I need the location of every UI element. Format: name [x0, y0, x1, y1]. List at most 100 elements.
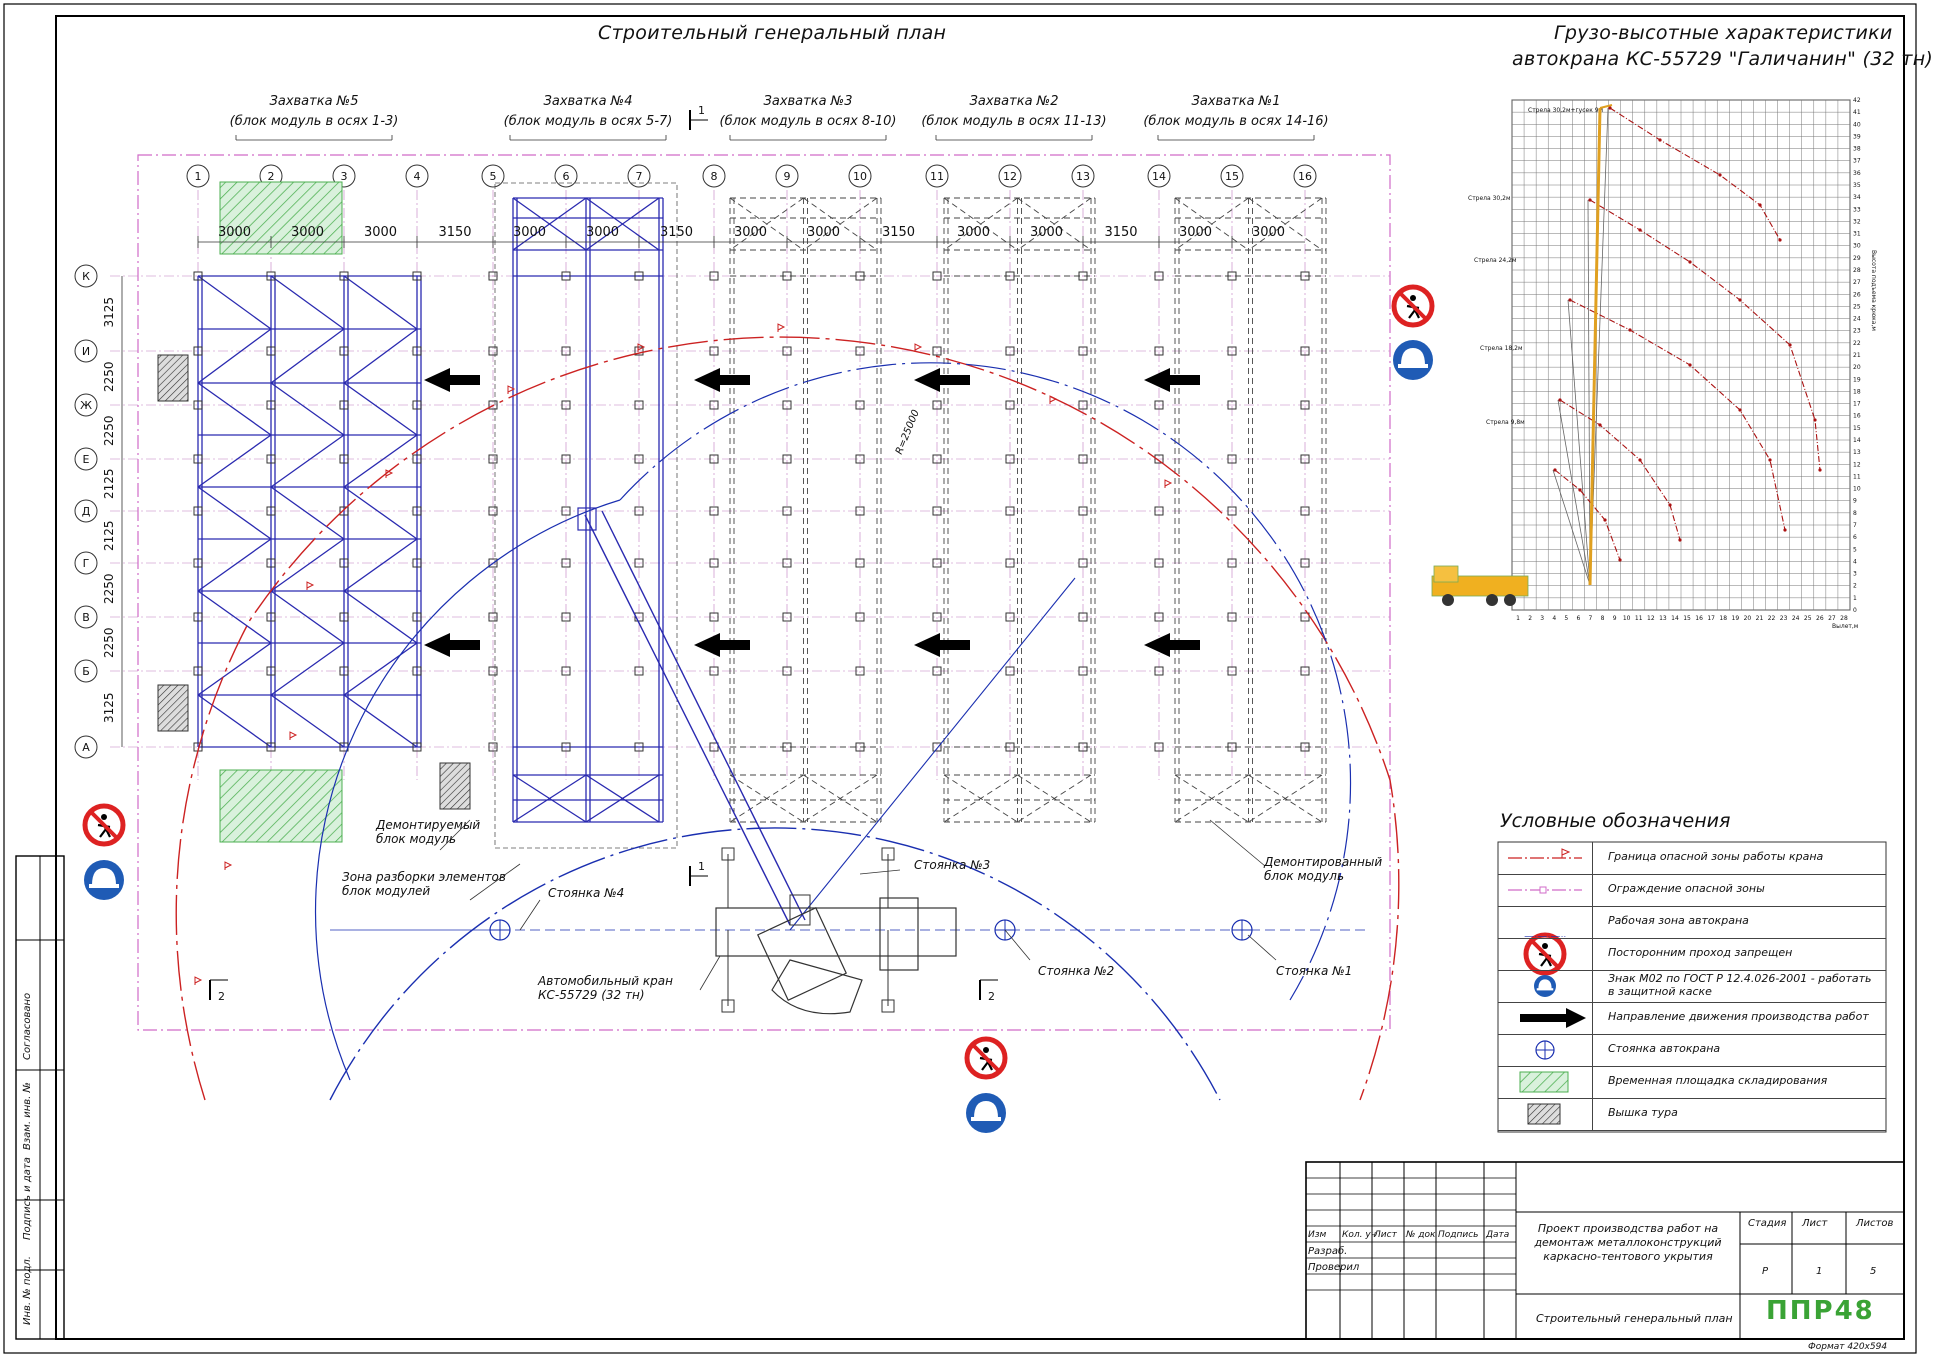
chart-y-tick: 18 — [1853, 388, 1861, 395]
work-direction-arrow — [694, 368, 750, 392]
axis-label-Е: Е — [83, 453, 90, 466]
post-marker — [782, 506, 792, 516]
section-range-2: (блок модуль в осях 11-13) — [921, 114, 1107, 129]
crane-truck-wheel — [1504, 594, 1516, 606]
post-marker — [709, 346, 719, 356]
outrigger-pad — [721, 847, 735, 861]
axis-bubble — [775, 164, 799, 188]
chart-y-tick: 25 — [1853, 303, 1861, 310]
load-point — [1638, 458, 1642, 462]
chart-y-tick: 21 — [1853, 352, 1861, 359]
col-dim: 3000 — [734, 225, 767, 240]
chart-x-tick: 10 — [1623, 615, 1631, 622]
no-pedestrian-sign-bottom — [964, 1036, 1008, 1080]
side-stamp-label-2: Подпись и дата — [22, 1157, 33, 1240]
axis-bubble — [1071, 164, 1095, 188]
chart-y-tick: 30 — [1853, 243, 1861, 250]
post-marker — [1300, 742, 1310, 752]
stamp-stage-header: Стадия — [1748, 1218, 1787, 1229]
chart-y-tick: 2 — [1853, 583, 1857, 590]
chart-x-tick: 2 — [1528, 615, 1532, 622]
legend-row: Граница опасной зоны работы крана — [1498, 842, 1886, 875]
load-point — [1768, 458, 1772, 462]
post-marker — [1227, 666, 1237, 676]
chart-x-tick: 25 — [1804, 615, 1812, 622]
chart-y-tick: 27 — [1853, 279, 1861, 286]
work-direction-arrow — [424, 633, 480, 657]
post-marker — [1078, 558, 1088, 568]
axis-label-15: 15 — [1225, 170, 1239, 183]
chart-x-tick: 20 — [1744, 615, 1752, 622]
stamp-proveril: Проверил — [1308, 1262, 1360, 1273]
work-arc — [314, 499, 621, 1081]
work-direction-arrow — [914, 633, 970, 657]
chart-x-tick: 3 — [1540, 615, 1544, 622]
axis-bubble — [74, 264, 98, 288]
boom-ray — [1587, 199, 1591, 586]
post-marker — [1300, 506, 1310, 516]
chart-y-tick: 19 — [1853, 376, 1861, 383]
legend-row: Посторонним проход запрещен — [1498, 938, 1886, 971]
post-marker — [709, 612, 719, 622]
work-direction-arrow — [694, 633, 750, 657]
axis-label-6: 6 — [563, 170, 570, 183]
work-zone-line-icon — [1498, 906, 1593, 938]
chart-x-tick: 1 — [1516, 615, 1520, 622]
danger-flag — [306, 581, 315, 590]
legend-helmet — [1534, 975, 1556, 997]
col-dim: 3000 — [513, 225, 546, 240]
chart-y-tick: 16 — [1853, 413, 1861, 420]
load-curve-2 — [1569, 299, 1786, 531]
counterweight — [771, 959, 863, 1015]
chart-y-tick: 12 — [1853, 461, 1861, 468]
chart-x-tick: 17 — [1707, 615, 1715, 622]
stamp-sheets: 5 — [1870, 1266, 1877, 1277]
section-bracket — [1157, 135, 1315, 141]
crane-truck-cab — [1433, 565, 1459, 583]
danger-zone-boundary — [175, 336, 1400, 1101]
post-marker — [1154, 506, 1164, 516]
section-range-5: (блок модуль в осях 1-3) — [229, 114, 399, 129]
callout-stand2: Стоянка №2 — [1038, 964, 1115, 978]
chart-x-tick: 23 — [1780, 615, 1788, 622]
post-marker — [855, 742, 865, 752]
title-block — [1305, 1161, 1905, 1340]
axis-label-13: 13 — [1076, 170, 1090, 183]
axis-label-Ж: Ж — [80, 399, 92, 412]
chart-y-tick: 13 — [1853, 449, 1861, 456]
col-dim: 3000 — [1030, 225, 1063, 240]
chart-y-tick: 34 — [1853, 194, 1861, 201]
danger-flag — [224, 861, 233, 870]
col-dim: 3000 — [957, 225, 990, 240]
axis-bubble — [998, 164, 1022, 188]
danger-flag — [777, 323, 786, 332]
axis-label-4: 4 — [414, 170, 421, 183]
tower-icon — [1498, 1098, 1593, 1130]
stamp-razrab: Разраб. — [1308, 1246, 1348, 1257]
legend-title: Условные обозначения — [1500, 810, 1731, 832]
axis-bubble — [74, 659, 98, 683]
axis-label-11: 11 — [930, 170, 944, 183]
crane-truck-wheel — [1486, 594, 1498, 606]
chart-y-tick: 14 — [1853, 437, 1861, 444]
outrigger-pad — [881, 847, 895, 861]
post-marker — [709, 558, 719, 568]
axis-bubble — [74, 393, 98, 417]
axis-bubble — [186, 164, 210, 188]
chart-y-tick: 8 — [1853, 510, 1857, 517]
load-point — [1598, 423, 1602, 427]
stamp-header-3: № док — [1406, 1230, 1436, 1240]
axis-label-2: 2 — [268, 170, 275, 183]
page-title: Строительный генеральный план — [598, 22, 947, 44]
load-point — [1658, 138, 1662, 142]
leader-line — [469, 863, 521, 901]
chart-y-tick: 31 — [1853, 231, 1861, 238]
axis-label-10: 10 — [853, 170, 867, 183]
post-marker — [932, 271, 942, 281]
load-point — [1588, 198, 1592, 202]
post-marker — [1154, 271, 1164, 281]
outrigger-pad — [721, 999, 735, 1013]
legend-text: Граница опасной зоны работы крана — [1608, 850, 1824, 863]
axis-label-Б: Б — [82, 665, 90, 678]
load-point — [1603, 518, 1607, 522]
